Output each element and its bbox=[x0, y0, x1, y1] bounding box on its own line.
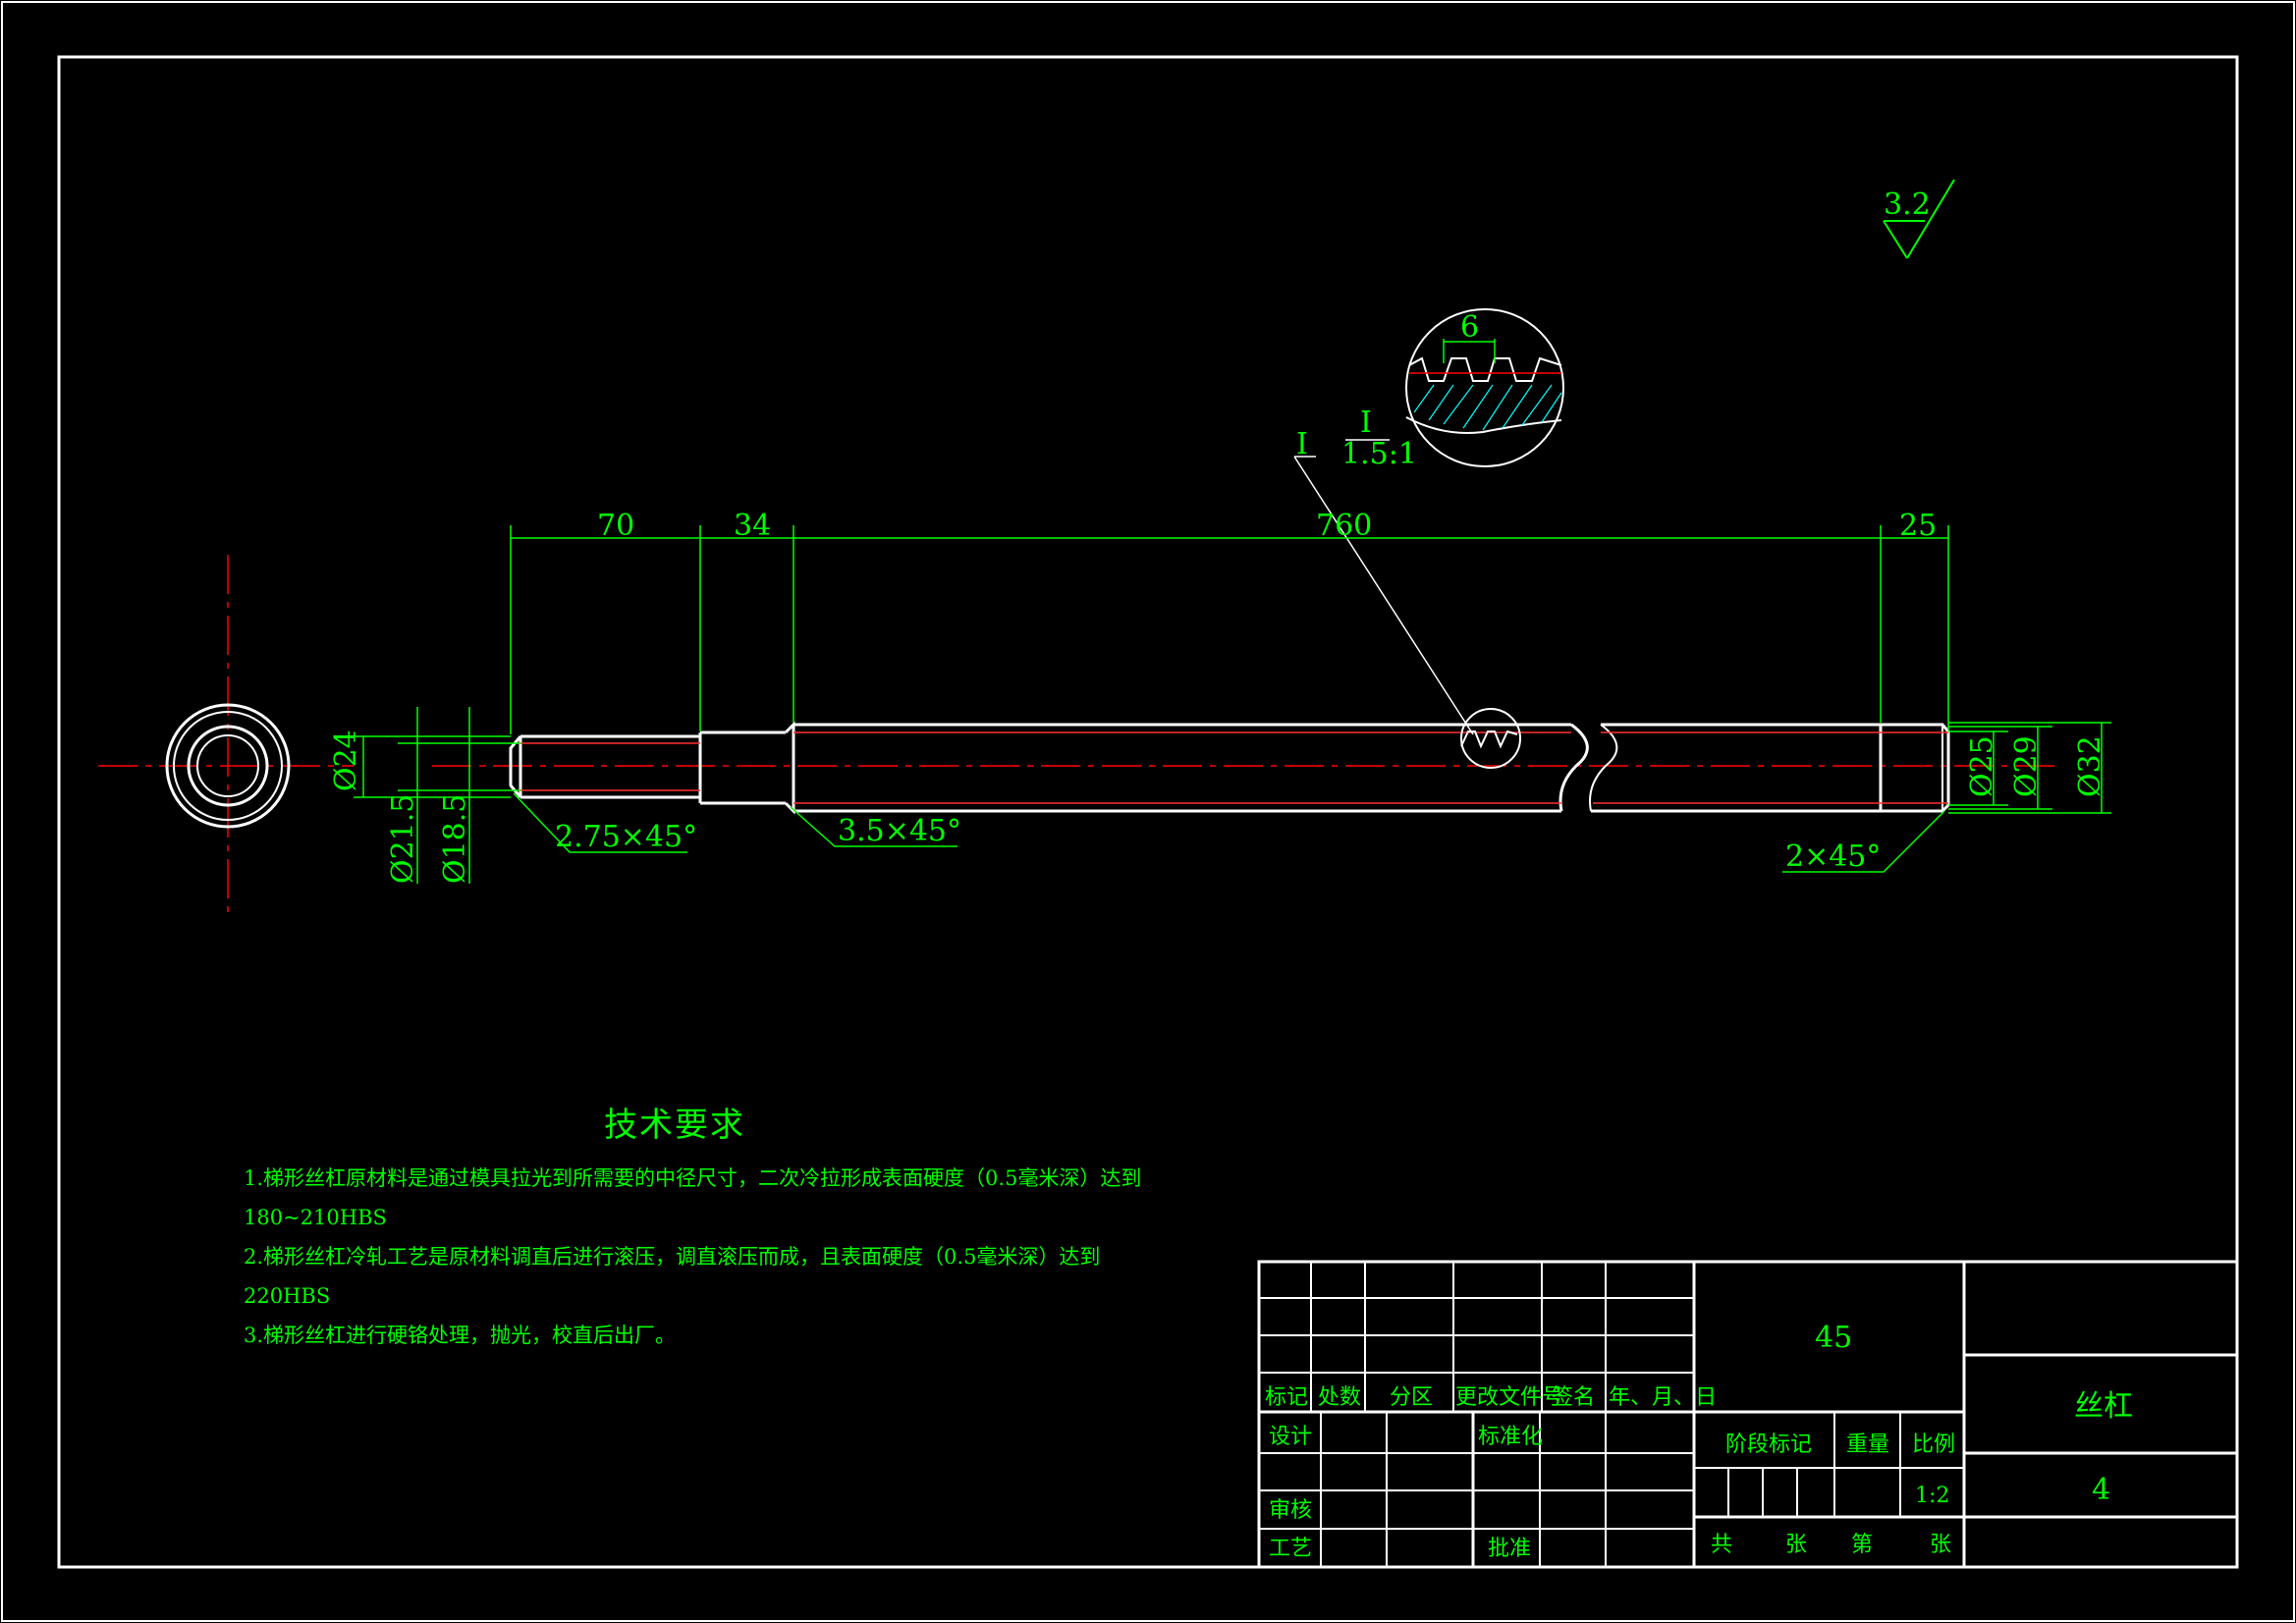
length-dimensions bbox=[510, 525, 1949, 734]
tb-fenqu: 分区 bbox=[1390, 1385, 1433, 1410]
dim-length-70: 70 bbox=[597, 509, 634, 543]
tb-bili: 比例 bbox=[1912, 1433, 1955, 1457]
thread-callout: I bbox=[1293, 427, 1521, 769]
chamfer-leaders bbox=[513, 792, 1945, 873]
tb-genggai: 更改文件号 bbox=[1455, 1385, 1563, 1410]
left-diameter-dimensions bbox=[354, 707, 520, 884]
tb-biaoji: 标记 bbox=[1265, 1385, 1308, 1410]
detail-scale: 1.5:1 bbox=[1341, 437, 1417, 471]
note-line: 1.梯形丝杠原材料是通过模具拉光到所需要的中径尺寸，二次冷拉形成表面硬度（0.5… bbox=[244, 1166, 1142, 1190]
tb-biaozhunhua: 标准化 bbox=[1478, 1425, 1543, 1449]
dim-dia-24: Ø24 bbox=[329, 730, 363, 791]
inner-frame bbox=[57, 55, 2239, 1569]
dim-dia-25: Ø25 bbox=[1965, 735, 1999, 797]
tb-zhang1: 张 bbox=[1785, 1533, 1807, 1557]
tb-gong: 共 bbox=[1711, 1533, 1732, 1557]
note-line: 180~210HBS bbox=[244, 1206, 387, 1229]
right-diameter-dimensions bbox=[1948, 722, 2111, 814]
tb-zhongliang: 重量 bbox=[1846, 1433, 1889, 1457]
notes-title: 技术要求 bbox=[604, 1106, 745, 1145]
tb-jieduan: 阶段标记 bbox=[1725, 1433, 1812, 1457]
tb-zhang2: 张 bbox=[1930, 1533, 1951, 1557]
roughness-value: 3.2 bbox=[1884, 188, 1931, 222]
end-view bbox=[98, 555, 354, 913]
dim-chamfer-3: 2×45° bbox=[1785, 839, 1881, 874]
dim-length-760: 760 bbox=[1316, 509, 1372, 543]
tb-drawing-no: 4 bbox=[2092, 1473, 2110, 1507]
note-line: 220HBS bbox=[244, 1284, 331, 1308]
tb-part-name: 丝杠 bbox=[2074, 1389, 2133, 1424]
technical-notes: 1.梯形丝杠原材料是通过模具拉光到所需要的中径尺寸，二次冷拉形成表面硬度（0.5… bbox=[244, 1159, 1141, 1355]
dim-chamfer-2: 3.5×45° bbox=[838, 814, 961, 848]
detail-leader-label: I bbox=[1296, 427, 1308, 461]
dim-dia-21-5: Ø21.5 bbox=[386, 794, 420, 884]
tb-nianyueri: 年、月、日 bbox=[1609, 1385, 1717, 1410]
tb-qianming: 签名 bbox=[1552, 1385, 1595, 1410]
tb-shenhe: 审核 bbox=[1269, 1498, 1312, 1523]
detail-view: 6 I 1.5:1 bbox=[1341, 308, 1564, 471]
detail-label: I bbox=[1360, 406, 1372, 440]
tb-pizhun: 批准 bbox=[1488, 1537, 1531, 1561]
dim-dia-18-5: Ø18.5 bbox=[438, 794, 472, 884]
dim-chamfer-1: 2.75×45° bbox=[555, 820, 697, 854]
note-line: 2.梯形丝杠冷轧工艺是原材料调直后进行滚压，调直滚压而成，且表面硬度（0.5毫米… bbox=[244, 1245, 1101, 1269]
tb-di: 第 bbox=[1851, 1533, 1873, 1557]
dim-dia-29: Ø29 bbox=[2009, 735, 2044, 797]
dim-length-25: 25 bbox=[1899, 509, 1937, 543]
tb-material: 45 bbox=[1815, 1321, 1852, 1355]
tb-chushu: 处数 bbox=[1318, 1385, 1361, 1410]
tb-gongyi: 工艺 bbox=[1269, 1537, 1312, 1561]
dim-dia-32: Ø32 bbox=[2073, 735, 2107, 797]
note-line: 3.梯形丝杠进行硬铬处理，抛光，校直后出厂。 bbox=[244, 1324, 677, 1347]
detail-pitch: 6 bbox=[1460, 310, 1479, 345]
dim-length-34: 34 bbox=[734, 509, 771, 543]
title-block bbox=[1257, 1260, 2239, 1569]
tb-scale: 1:2 bbox=[1915, 1484, 1949, 1508]
shaft-outline bbox=[509, 721, 1950, 815]
roughness-symbol: 3.2 bbox=[1883, 179, 1955, 259]
thread-lines bbox=[520, 731, 1948, 804]
tb-sheji: 设计 bbox=[1269, 1425, 1312, 1449]
